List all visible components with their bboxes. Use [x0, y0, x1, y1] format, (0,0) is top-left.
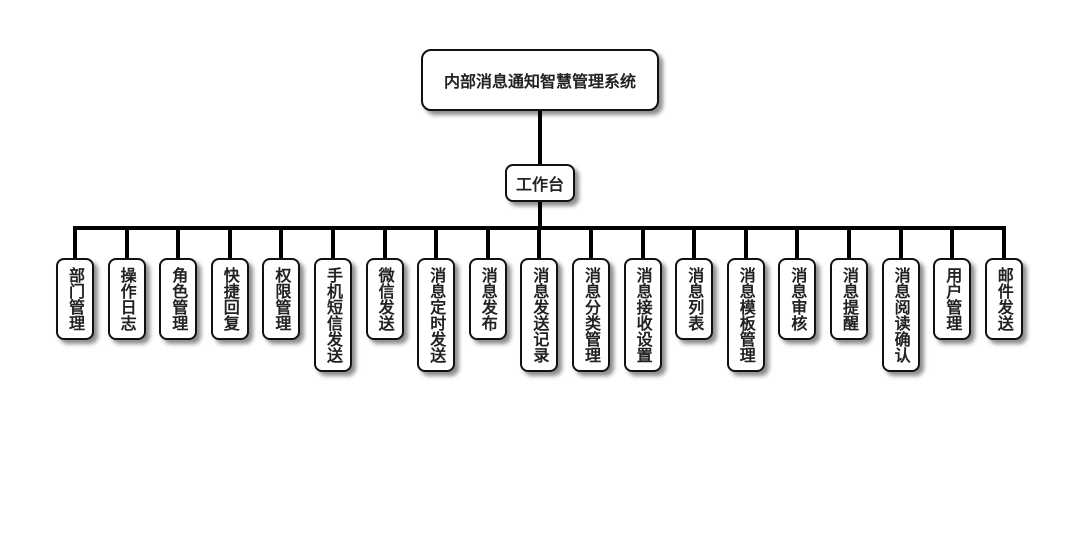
hub-node-label: 工作台 — [515, 175, 564, 194]
child-node-label: 消息列表 — [685, 267, 705, 331]
connector-child — [227, 228, 232, 259]
child-node-label: 消息提醒 — [840, 267, 859, 331]
child-node-label: 消息分类管理 — [582, 267, 601, 363]
child-node-label: 邮件发送 — [994, 267, 1014, 331]
child-node: 角色管理 — [159, 258, 198, 340]
connector-child — [537, 228, 542, 259]
child-node: 用户管理 — [933, 258, 972, 340]
child-node-label: 操作日志 — [117, 267, 137, 331]
connector-child — [847, 228, 851, 259]
connector-root-hub — [538, 111, 542, 164]
child-node-label: 消息审核 — [788, 267, 808, 331]
child-node-label: 快捷回复 — [220, 267, 240, 331]
child-node: 快捷回复 — [210, 258, 249, 340]
root-node-label: 内部消息通知智慧管理系统 — [443, 72, 636, 91]
child-node-label: 消息接收设置 — [633, 267, 653, 363]
child-node: 消息模板管理 — [726, 258, 765, 372]
child-node-label: 用户管理 — [943, 267, 963, 331]
connector-child — [898, 228, 903, 259]
connector-child — [331, 228, 335, 259]
child-node: 手机短信发送 — [314, 258, 352, 372]
child-node: 消息定时发送 — [417, 258, 456, 372]
child-node-label: 消息定时发送 — [427, 267, 447, 363]
connector-child — [485, 228, 490, 259]
connector-hub-bus — [538, 202, 542, 229]
child-node-label: 消息模板管理 — [736, 267, 756, 363]
child-node-label: 消息发布 — [478, 267, 498, 331]
connector-child — [176, 228, 181, 259]
connector-child — [279, 228, 284, 259]
connector-child — [692, 228, 697, 259]
connector-child — [434, 228, 439, 259]
hub-node: 工作台 — [505, 164, 575, 202]
child-node-label: 消息阅读确认 — [891, 267, 911, 363]
child-node-label: 微信发送 — [375, 267, 395, 331]
child-node-label: 部门管理 — [66, 267, 85, 331]
child-node: 消息接收设置 — [623, 258, 662, 372]
connector-child — [382, 228, 387, 259]
child-node-label: 手机短信发送 — [324, 267, 343, 363]
child-node: 消息提醒 — [830, 258, 868, 340]
connector-child — [640, 228, 645, 259]
child-node: 邮件发送 — [984, 258, 1023, 340]
child-node: 操作日志 — [107, 258, 146, 340]
connector-child — [1001, 228, 1006, 259]
child-node: 消息阅读确认 — [881, 258, 920, 372]
child-node: 消息列表 — [675, 258, 714, 340]
child-node-label: 角色管理 — [169, 267, 189, 331]
child-node: 消息审核 — [778, 258, 817, 340]
connector-child — [743, 228, 748, 259]
root-node: 内部消息通知智慧管理系统 — [421, 49, 659, 111]
child-node-label: 权限管理 — [272, 267, 292, 331]
child-node: 微信发送 — [365, 258, 404, 340]
child-node: 消息发送记录 — [520, 258, 559, 372]
connector-child — [795, 228, 800, 259]
child-node: 部门管理 — [56, 258, 94, 340]
connector-child — [589, 228, 593, 259]
child-node: 消息分类管理 — [572, 258, 610, 372]
child-node: 消息发布 — [468, 258, 507, 340]
connector-child — [124, 228, 129, 259]
connector-child — [73, 228, 77, 259]
child-node-label: 消息发送记录 — [530, 267, 550, 363]
child-node: 权限管理 — [262, 258, 301, 340]
connector-child — [950, 228, 955, 259]
